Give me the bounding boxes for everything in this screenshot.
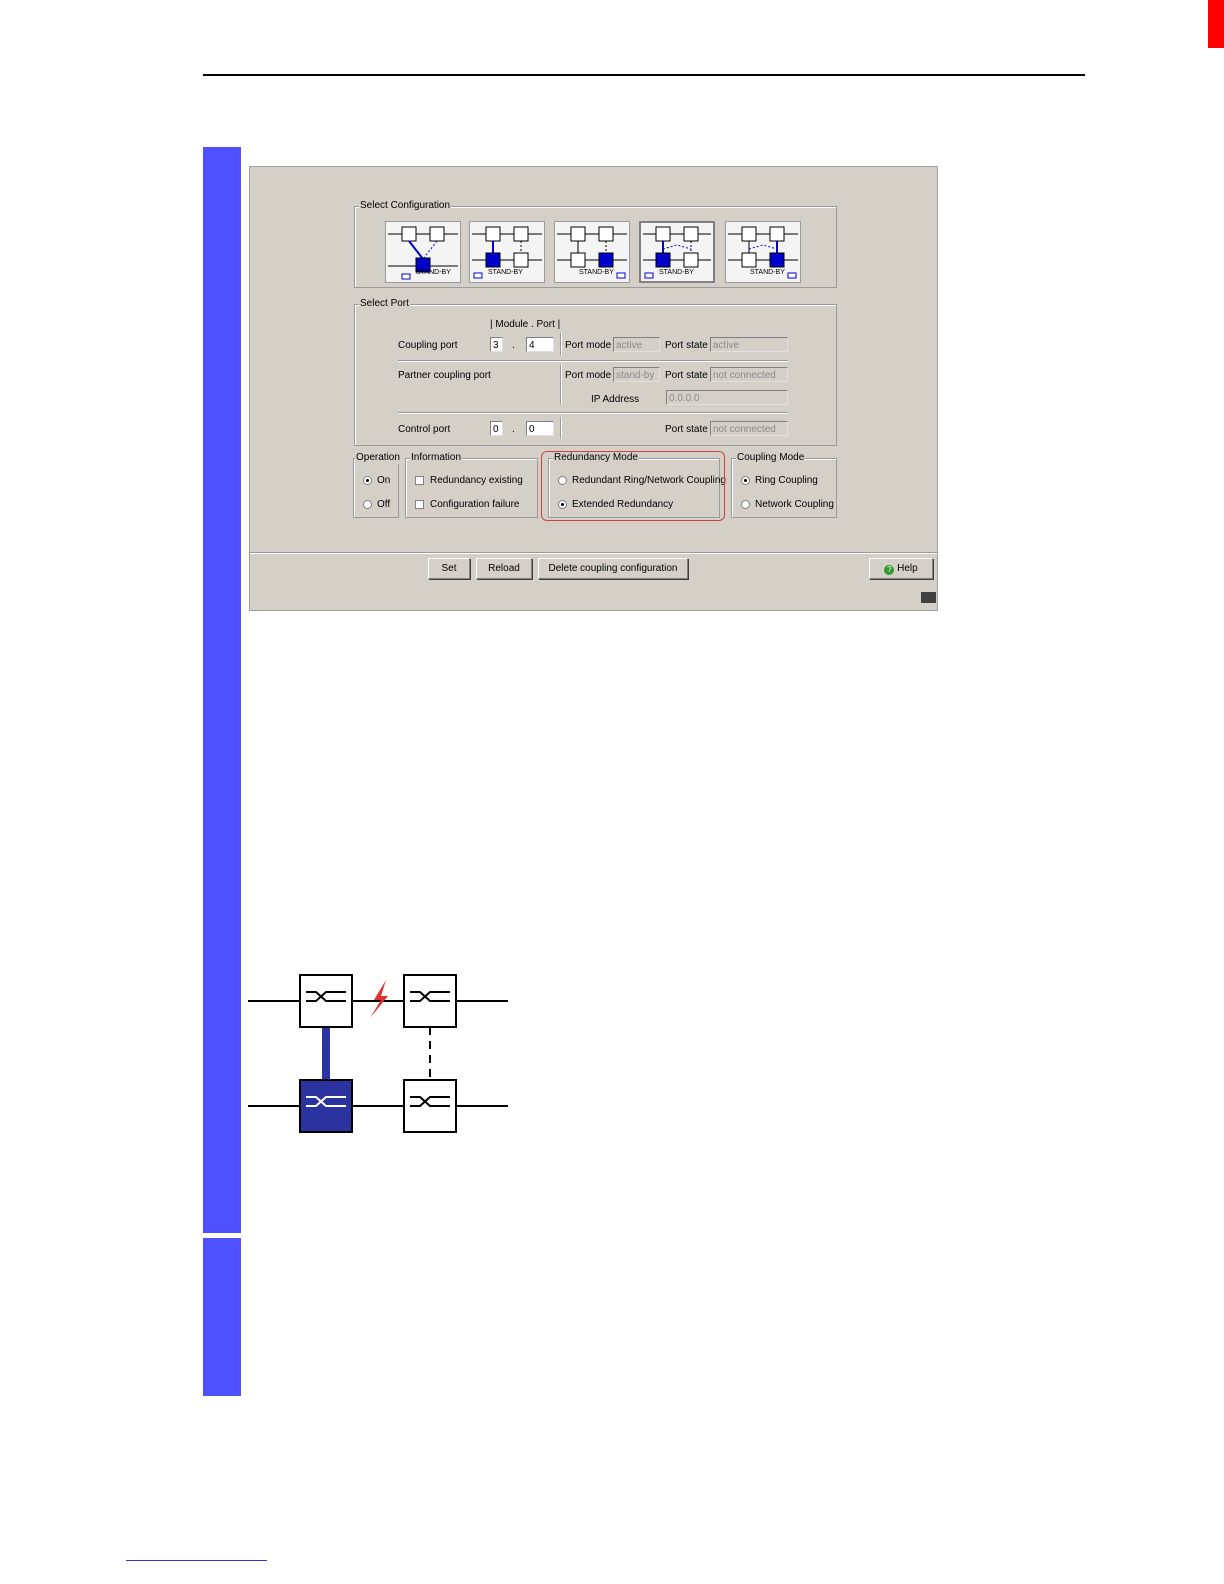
operation-on-label: On — [377, 475, 391, 486]
vertical-separator — [560, 417, 561, 439]
status-indicator-icon — [921, 592, 936, 603]
redundancy-mode-highlight — [541, 451, 725, 521]
information-group: Information Redundancy existing Configur… — [405, 452, 538, 518]
set-button[interactable]: Set — [428, 558, 470, 579]
ip-address-label: IP Address — [591, 394, 640, 405]
vertical-separator — [560, 333, 561, 355]
ring-coupling-dialog: Select Configuration STAND-BY — [249, 166, 938, 611]
select-configuration-title: Select Configuration — [359, 200, 452, 212]
redundancy-existing-label: Redundancy existing — [430, 475, 523, 486]
configuration-failure-checkbox — [415, 500, 424, 509]
switch-icon — [403, 1079, 457, 1133]
coupling-port-module-input[interactable]: 3 — [490, 337, 503, 352]
help-icon: ? — [884, 565, 895, 575]
control-port-dot: . — [512, 424, 515, 435]
partner-port-state-label: Port state — [665, 370, 708, 381]
configuration-option-1[interactable]: STAND-BY — [385, 221, 461, 283]
coupling-port-dot: . — [512, 340, 515, 351]
configuration-failure-label: Configuration failure — [430, 499, 520, 510]
operation-off-label: Off — [377, 499, 391, 510]
information-title: Information — [410, 452, 463, 464]
operation-title: Operation — [355, 452, 401, 464]
configuration-caption-5: STAND-BY — [750, 269, 785, 276]
control-port-module-input[interactable]: 0 — [490, 421, 503, 436]
switch-icon — [299, 1079, 353, 1133]
page-edge-marker — [1208, 0, 1224, 48]
redundant-ring-network-coupling-label: Redundant Ring/Network Coupling — [572, 475, 726, 486]
coupling-mode-title: Coupling Mode — [736, 452, 806, 464]
delete-coupling-configuration-button[interactable]: Delete coupling configuration — [538, 558, 688, 579]
coupling-port-mode-field: active — [613, 337, 660, 352]
redundancy-mode-group: Redundancy Mode Redundant Ring/Network C… — [548, 452, 726, 518]
module-port-header: | Module . Port | — [490, 319, 561, 330]
ip-address-field: 0.0.0.0 — [666, 390, 788, 405]
margin-bar-upper — [203, 147, 241, 1233]
partner-coupling-port-label: Partner coupling port — [398, 370, 491, 381]
control-port-port-input[interactable]: 0 — [526, 421, 554, 436]
coupling-port-label: Coupling port — [398, 340, 458, 351]
configuration-option-3[interactable]: STAND-BY — [554, 221, 630, 283]
header-rule — [203, 74, 1085, 76]
coupling-port-port-input[interactable]: 4 — [526, 337, 554, 352]
control-port-state-field: not connected — [710, 421, 788, 436]
network-coupling-radio[interactable] — [741, 500, 750, 509]
footer-rule — [126, 1560, 267, 1561]
configuration-option-2[interactable]: STAND-BY — [469, 221, 545, 283]
coupling-port-mode-label: Port mode — [565, 340, 612, 351]
select-port-group: Select Port | Module . Port | Coupling p… — [354, 298, 837, 446]
extended-redundancy-radio[interactable] — [558, 500, 567, 509]
extended-redundancy-diagram — [248, 974, 508, 1133]
ring-coupling-radio[interactable] — [741, 476, 750, 485]
partner-port-state-field: not connected — [710, 367, 788, 382]
configuration-caption-1: STAND-BY — [416, 269, 451, 276]
configuration-caption-4: STAND-BY — [659, 269, 694, 276]
vertical-separator — [560, 365, 561, 405]
configuration-option-5[interactable]: STAND-BY — [725, 221, 801, 283]
switch-icon — [403, 974, 457, 1028]
configuration-caption-3: STAND-BY — [579, 269, 614, 276]
partner-port-mode-field: stand-by — [613, 367, 660, 382]
margin-bar-lower — [203, 1238, 241, 1396]
configuration-caption-2: STAND-BY — [488, 269, 523, 276]
button-bar-separator — [250, 552, 937, 553]
coupling-port-state-label: Port state — [665, 340, 708, 351]
coupling-mode-group: Coupling Mode Ring Coupling Network Coup… — [731, 452, 837, 518]
separator — [398, 360, 788, 361]
operation-on-radio[interactable] — [363, 476, 372, 485]
coupling-port-state-field: active — [710, 337, 788, 352]
separator — [398, 412, 788, 413]
network-coupling-label: Network Coupling — [755, 499, 834, 510]
switch-icon — [299, 974, 353, 1028]
control-port-label: Control port — [398, 424, 451, 435]
redundant-ring-network-coupling-radio[interactable] — [558, 476, 567, 485]
select-port-title: Select Port — [359, 298, 410, 310]
operation-group: Operation On Off — [353, 452, 401, 518]
redundancy-mode-title: Redundancy Mode — [553, 452, 639, 464]
configuration-option-4[interactable]: STAND-BY — [639, 221, 715, 283]
ring-coupling-label: Ring Coupling — [755, 475, 818, 486]
control-port-state-label: Port state — [665, 424, 708, 435]
partner-port-mode-label: Port mode — [565, 370, 612, 381]
help-button[interactable]: ? Help — [869, 558, 933, 579]
redundancy-existing-checkbox — [415, 476, 424, 485]
reload-button[interactable]: Reload — [476, 558, 532, 579]
extended-redundancy-label: Extended Redundancy — [572, 499, 674, 510]
select-configuration-group: Select Configuration STAND-BY — [354, 200, 837, 288]
operation-off-radio[interactable] — [363, 500, 372, 509]
lightning-icon — [370, 980, 388, 1018]
help-button-label: Help — [897, 563, 918, 574]
